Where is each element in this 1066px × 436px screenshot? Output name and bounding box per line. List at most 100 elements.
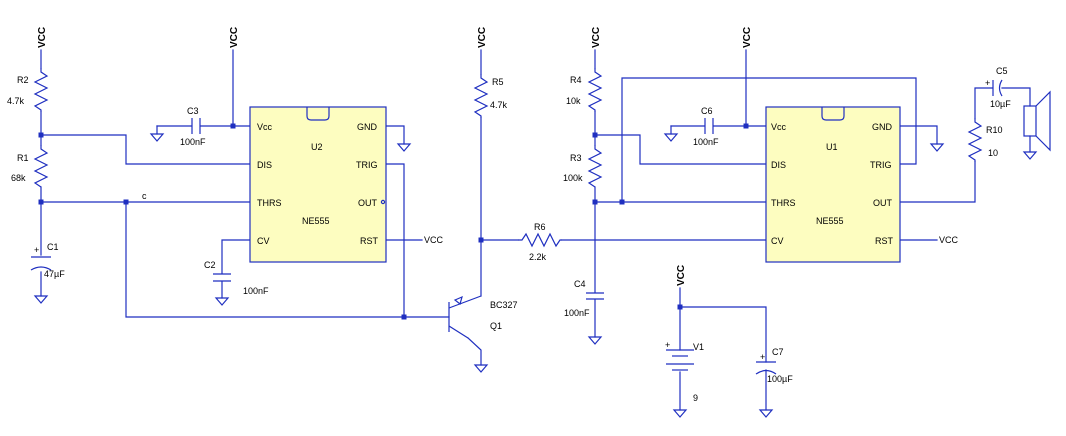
u1-part: NE555	[816, 216, 844, 226]
c3-value: 100nF	[180, 137, 206, 147]
pin-dot	[380, 199, 386, 205]
ground-icon	[149, 133, 165, 142]
u2-pin-gnd: GND	[357, 122, 378, 132]
resistor-r3	[587, 145, 603, 188]
u2-pin-trig: TRIG	[356, 160, 378, 170]
ic-u1	[765, 106, 901, 263]
r5-value: 4.7k	[490, 100, 508, 110]
u2-ref: U2	[311, 142, 323, 152]
resistor-r5	[473, 74, 489, 118]
v1-ref: V1	[693, 342, 704, 352]
labels: VCC VCC VCC VCC VCC VCC VCC VCC c R2 4.7…	[7, 27, 1011, 403]
speaker-cone-icon	[1035, 90, 1051, 152]
r10-ref: R10	[986, 125, 1003, 135]
u2-pin-out: OUT	[358, 198, 378, 208]
vcc-label: VCC	[676, 265, 687, 286]
junction-dot	[123, 199, 129, 205]
junction-dot	[619, 199, 625, 205]
capacitor-c6	[704, 118, 714, 134]
u2-pin-dis: DIS	[257, 160, 272, 170]
vcc-label: VCC	[424, 235, 444, 245]
junction-dot	[38, 199, 44, 205]
q1-part: BC327	[490, 300, 518, 310]
resistor-r1	[33, 145, 49, 188]
c4-ref: C4	[574, 279, 586, 289]
r1-ref: R1	[17, 153, 29, 163]
capacitor-c7	[755, 361, 777, 375]
c5-plus: +	[985, 78, 990, 88]
ground-icon	[663, 133, 679, 142]
ground-icon	[33, 295, 49, 304]
ground-icon	[1022, 151, 1038, 160]
ground-icon	[758, 409, 774, 418]
capacitor-c3	[191, 118, 201, 134]
vcc-label: VCC	[591, 27, 602, 48]
r2-value: 4.7k	[7, 96, 25, 106]
c6-value: 100nF	[693, 137, 719, 147]
vcc-label: VCC	[477, 27, 488, 48]
c1-ref: C1	[47, 242, 59, 252]
u1-pin-vcc: Vcc	[771, 122, 787, 132]
emitter-arrow-icon	[453, 295, 463, 306]
junction-dot	[401, 314, 407, 320]
u1-pin-gnd: GND	[872, 122, 893, 132]
ground-icon	[587, 336, 603, 345]
c1-value: 47µF	[44, 269, 65, 279]
vcc-label: VCC	[229, 27, 240, 48]
junction-dot	[592, 132, 598, 138]
c7-value: 100µF	[767, 374, 793, 384]
junction-dot	[478, 237, 484, 243]
u2-pin-thrs: THRS	[257, 198, 282, 208]
ic-body	[249, 106, 387, 263]
r4-value: 10k	[566, 96, 581, 106]
resistor-r10	[967, 118, 983, 162]
c5-value: 10µF	[990, 99, 1011, 109]
transistor-q1	[448, 295, 482, 339]
u2-pin-rst: RST	[360, 236, 379, 246]
battery-v1	[666, 349, 694, 371]
u1-pin-cv: CV	[771, 236, 784, 246]
r5-ref: R5	[492, 77, 504, 87]
ic-u2	[249, 106, 387, 263]
speaker-coil	[1023, 105, 1037, 137]
capacitor-c2	[213, 273, 231, 282]
c5-ref: C5	[996, 66, 1008, 76]
q1-ref: Q1	[490, 321, 502, 331]
ic-body	[765, 106, 901, 263]
ground-icon	[396, 143, 412, 152]
ground-icon	[473, 364, 489, 373]
junction-dots	[38, 123, 749, 320]
wires	[40, 49, 1031, 411]
speaker	[1023, 90, 1051, 152]
c2-value: 100nF	[243, 286, 269, 296]
junction-dot	[743, 123, 749, 129]
ic-notch	[306, 107, 330, 121]
resistor-r4	[587, 68, 603, 112]
u1-pin-dis: DIS	[771, 160, 786, 170]
junction-dot	[677, 304, 683, 310]
r3-value: 100k	[563, 173, 583, 183]
r4-ref: R4	[570, 75, 582, 85]
u1-pin-trig: TRIG	[870, 160, 892, 170]
junction-dot	[230, 123, 236, 129]
c2-ref: C2	[204, 260, 216, 270]
r2-ref: R2	[17, 75, 29, 85]
vcc-label: VCC	[742, 27, 753, 48]
node-label-c: c	[142, 191, 147, 201]
r6-value: 2.2k	[529, 252, 547, 262]
vcc-label: VCC	[37, 27, 48, 48]
v1-plus: +	[665, 340, 670, 350]
ground-icon	[214, 297, 230, 306]
capacitor-c1	[30, 256, 52, 271]
c1-plus: +	[34, 245, 39, 255]
u2-pin-cv: CV	[257, 236, 270, 246]
c4-value: 100nF	[564, 308, 590, 318]
u1-pin-out: OUT	[873, 198, 893, 208]
ground-symbols	[33, 133, 1038, 418]
u1-pin-thrs: THRS	[771, 198, 796, 208]
r3-ref: R3	[570, 153, 582, 163]
c7-ref: C7	[772, 347, 784, 357]
r10-value: 10	[988, 148, 998, 158]
